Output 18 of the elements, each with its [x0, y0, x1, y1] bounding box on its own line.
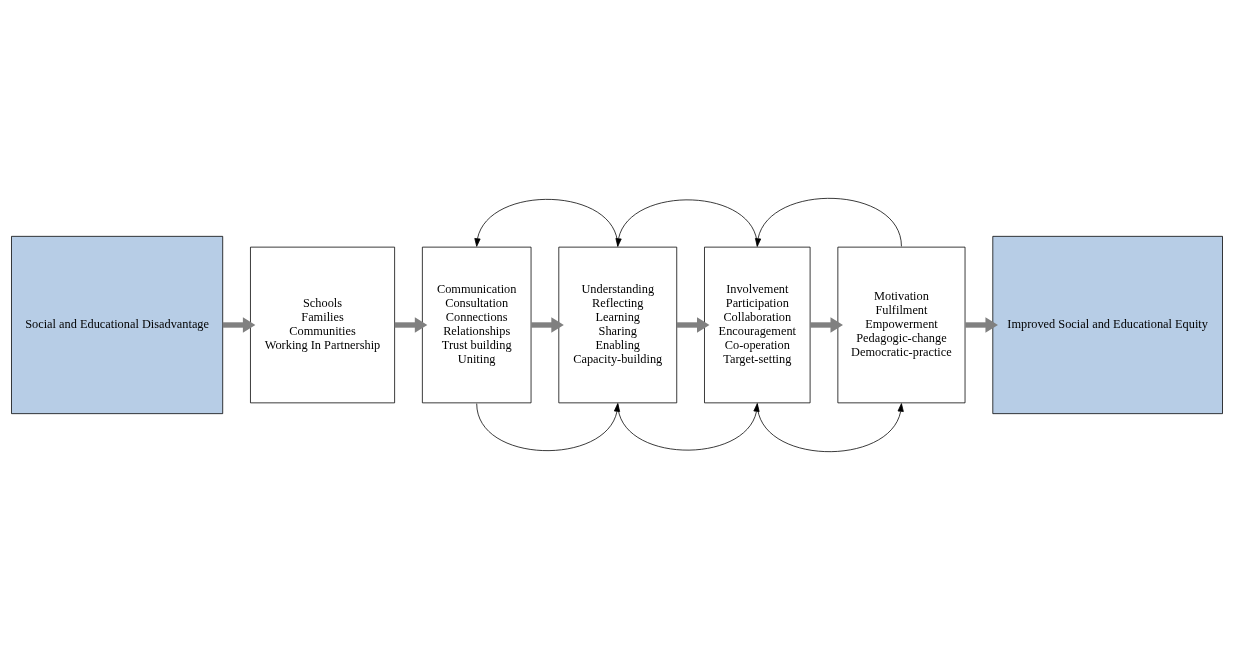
- arrow: [222, 317, 256, 333]
- arrow: [615, 199, 758, 247]
- node-box: Motivation Fulfilment Empowerment Pedagogic-change Democratic-practice: [837, 246, 966, 404]
- arrow: [531, 317, 564, 333]
- arrow: [810, 317, 843, 333]
- arrow: [617, 403, 760, 451]
- node-box: Improved Social and Educational Equity: [992, 235, 1223, 415]
- node-box: Understanding Reflecting Learning Sharing Enabling Capacity-building: [558, 246, 678, 404]
- arrow: [676, 317, 710, 333]
- node-box: Involvement Participation Collaboration Encouragement Co-operation Target-setting: [704, 246, 811, 404]
- arrow: [756, 403, 904, 452]
- arrow: [754, 198, 902, 247]
- node-box: Social and Educational Disadvantage: [11, 235, 224, 415]
- arrow: [474, 199, 619, 247]
- node-box: Schools Families Communities Working In Partnership: [250, 246, 395, 404]
- arrow: [965, 317, 998, 333]
- arrow: [394, 317, 428, 333]
- node-box: Communication Consultation Connections Relationships Trust building Uniting: [421, 246, 532, 404]
